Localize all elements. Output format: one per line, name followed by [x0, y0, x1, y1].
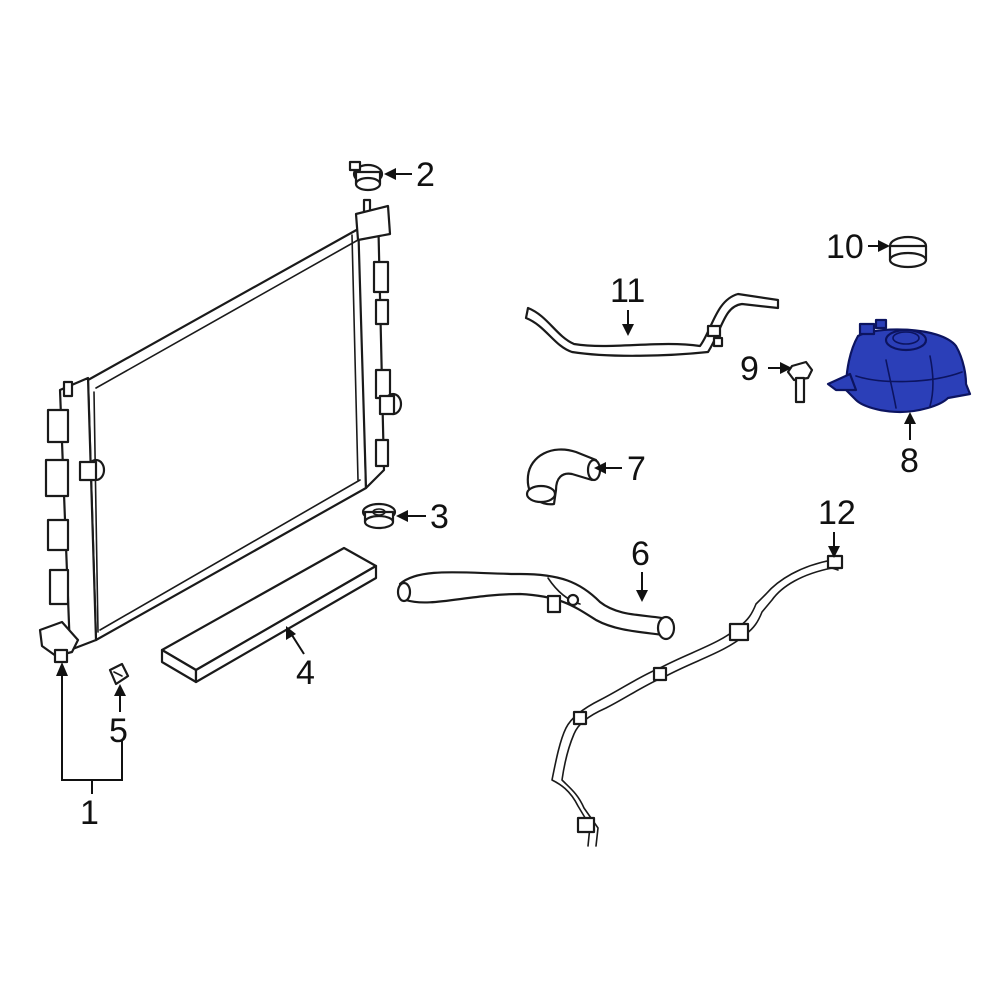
callout-10: 10 [826, 228, 864, 266]
upper-isolator[interactable] [348, 160, 384, 192]
callout-1: 1 [80, 794, 99, 832]
callout-4: 4 [296, 654, 315, 692]
clip[interactable] [108, 662, 130, 686]
callout-9: 9 [740, 350, 759, 388]
callout-6: 6 [631, 535, 650, 573]
coolant-line[interactable] [551, 554, 844, 847]
callout-8: 8 [900, 442, 919, 480]
elbow-hose[interactable] [525, 448, 602, 506]
bolt[interactable] [786, 360, 814, 404]
callout-7: 7 [627, 450, 646, 488]
leader-lines [56, 168, 916, 794]
coolant-reservoir[interactable] [826, 318, 972, 414]
overflow-hose[interactable] [524, 292, 780, 357]
callout-2: 2 [416, 156, 435, 194]
air-deflector[interactable] [160, 546, 378, 684]
callout-12: 12 [818, 494, 856, 532]
radiator[interactable] [38, 198, 403, 664]
lower-hose[interactable] [396, 571, 676, 641]
callout-3: 3 [430, 498, 449, 536]
reservoir-cap[interactable] [888, 235, 928, 269]
lower-isolator[interactable] [361, 502, 397, 530]
callout-5: 5 [109, 712, 128, 750]
callout-11: 11 [610, 272, 646, 310]
